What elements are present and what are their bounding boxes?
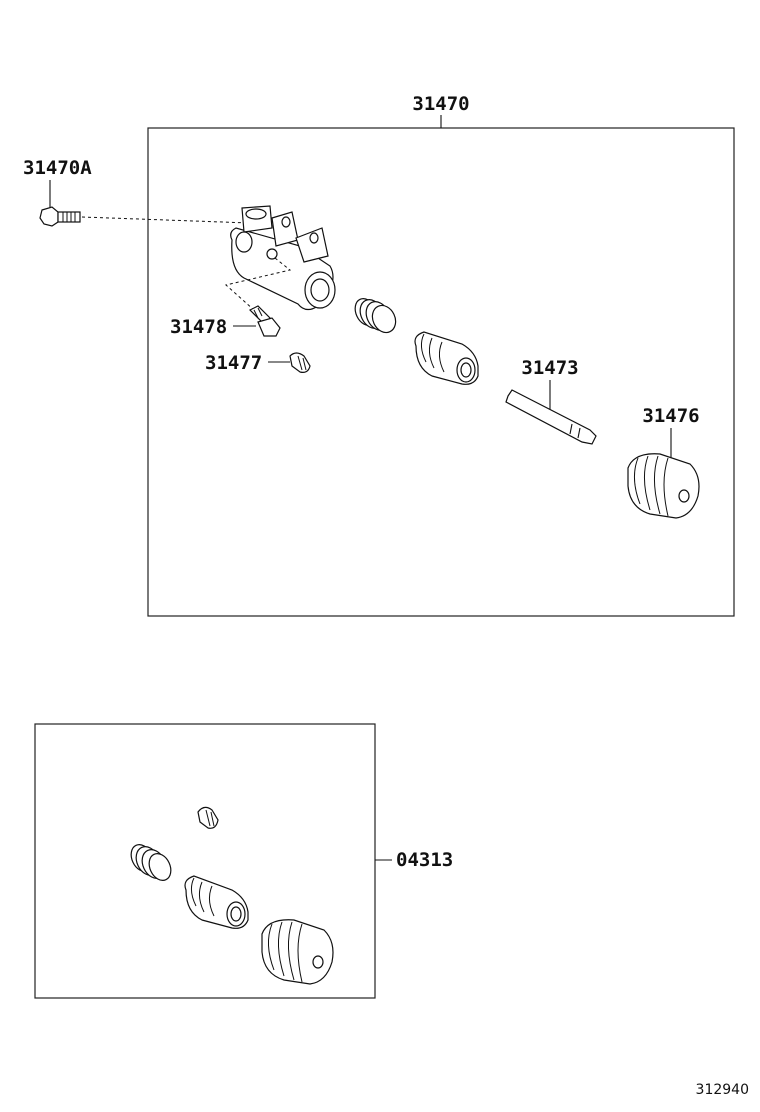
bolt-shank-icon — [57, 211, 81, 223]
label-31476[interactable]: 31476 — [642, 405, 699, 427]
piston-part[interactable] — [414, 331, 479, 385]
piston-cup-part[interactable] — [351, 295, 400, 336]
assembly-31470-group: 31470 — [147, 93, 735, 617]
kit-04313-group: 04313 — [34, 723, 453, 999]
bleeder-plug-part[interactable]: 31478 — [170, 305, 281, 338]
label-31470[interactable]: 31470 — [412, 93, 469, 115]
kit-cap-part[interactable] — [197, 806, 219, 829]
kit-boot-part[interactable] — [261, 919, 334, 985]
bolt-part[interactable]: 31470A — [23, 157, 279, 227]
kit-piston-part[interactable] — [184, 875, 249, 929]
kit-frame — [34, 723, 376, 999]
label-31477[interactable]: 31477 — [205, 352, 262, 374]
cylinder-body[interactable] — [224, 205, 336, 311]
bleeder-cap-part[interactable]: 31477 — [205, 352, 311, 374]
label-31473[interactable]: 31473 — [521, 357, 578, 379]
figure-number: 312940 — [696, 1082, 749, 1098]
boot-part[interactable]: 31476 — [627, 405, 700, 519]
label-31470A[interactable]: 31470A — [23, 157, 92, 179]
kit-cup-part[interactable] — [127, 841, 175, 884]
label-04313[interactable]: 04313 — [396, 849, 453, 871]
push-rod-part[interactable]: 31473 — [505, 357, 597, 445]
bolt-head-icon — [39, 206, 59, 227]
label-31478[interactable]: 31478 — [170, 316, 227, 338]
